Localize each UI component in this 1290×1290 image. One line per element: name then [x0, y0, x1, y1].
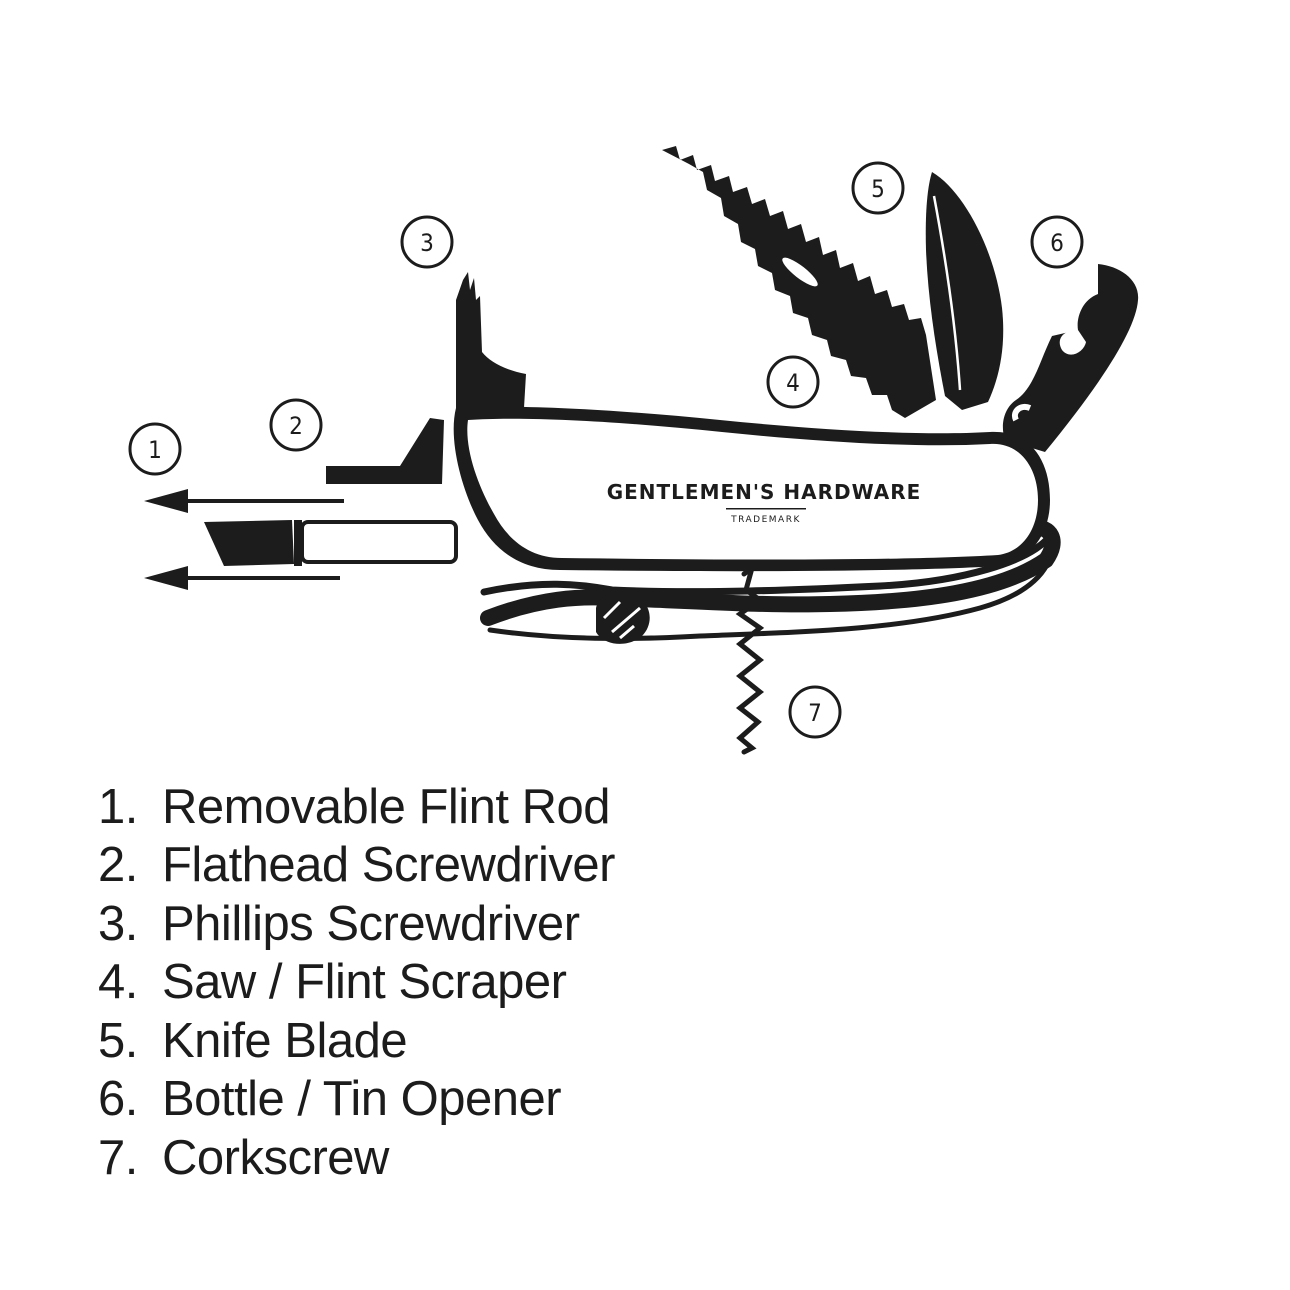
svg-text:7: 7 [808, 699, 822, 727]
svg-text:5: 5 [871, 175, 885, 203]
corkscrew [735, 561, 765, 755]
legend-number: 5. [98, 1013, 138, 1068]
legend-label: Flathead Screwdriver [162, 838, 615, 893]
lanyard-cord [480, 519, 1061, 641]
svg-text:1: 1 [148, 436, 162, 464]
legend-number: 2. [98, 838, 138, 893]
legend-item: 7. Corkscrew [98, 1129, 615, 1188]
phillips-screwdriver [456, 272, 526, 408]
callout-badge-6: 6 [1030, 215, 1084, 269]
arrow-icon [144, 489, 344, 513]
legend-item: 3. Phillips Screwdriver [98, 895, 615, 954]
flathead-screwdriver [318, 418, 444, 484]
brand-trademark: TRADEMARK [730, 515, 801, 525]
legend-label: Bottle / Tin Opener [162, 1072, 562, 1127]
legend-label: Saw / Flint Scraper [162, 955, 567, 1010]
legend-item: 6. Bottle / Tin Opener [98, 1071, 615, 1130]
legend-number: 7. [98, 1130, 138, 1185]
legend-label: Knife Blade [162, 1013, 408, 1068]
callout-badge-4: 4 [766, 355, 820, 409]
legend-number: 3. [98, 896, 138, 951]
callout-badge-5: 5 [851, 161, 905, 215]
legend-item: 5. Knife Blade [98, 1012, 615, 1071]
legend-item: 1. Removable Flint Rod [98, 778, 615, 837]
tool-legend: 1. Removable Flint Rod 2. Flathead Screwdr… [98, 778, 615, 1188]
brand-name: GENTLEMEN'S HARDWARE [607, 480, 922, 504]
legend-label: Phillips Screwdriver [162, 896, 580, 951]
legend-label: Removable Flint Rod [162, 779, 611, 834]
svg-text:3: 3 [420, 229, 434, 257]
legend-number: 6. [98, 1072, 138, 1127]
saw-blade [662, 146, 936, 418]
bottle-opener [1002, 264, 1139, 452]
legend-item: 4. Saw / Flint Scraper [98, 954, 615, 1013]
legend-label: Corkscrew [162, 1130, 389, 1185]
svg-text:6: 6 [1050, 229, 1064, 257]
lanyard-knot [596, 592, 650, 644]
callout-badge-1: 1 [128, 422, 182, 476]
legend-item: 2. Flathead Screwdriver [98, 837, 615, 896]
callout-badge-3: 3 [400, 215, 454, 269]
flint-rod [204, 520, 458, 566]
multitool-diagram: GENTLEMEN'S HARDWARE TRADEMARK 1 2 3 4 5… [128, 146, 1139, 755]
svg-text:4: 4 [786, 369, 800, 397]
callout-badge-7: 7 [788, 685, 842, 739]
legend-number: 4. [98, 955, 138, 1010]
knife-handle: GENTLEMEN'S HARDWARE TRADEMARK [453, 406, 1050, 572]
legend-number: 1. [98, 779, 138, 834]
knife-blade [925, 172, 1004, 410]
callout-badge-2: 2 [269, 398, 323, 452]
svg-text:2: 2 [289, 412, 303, 440]
arrow-icon [144, 566, 340, 590]
